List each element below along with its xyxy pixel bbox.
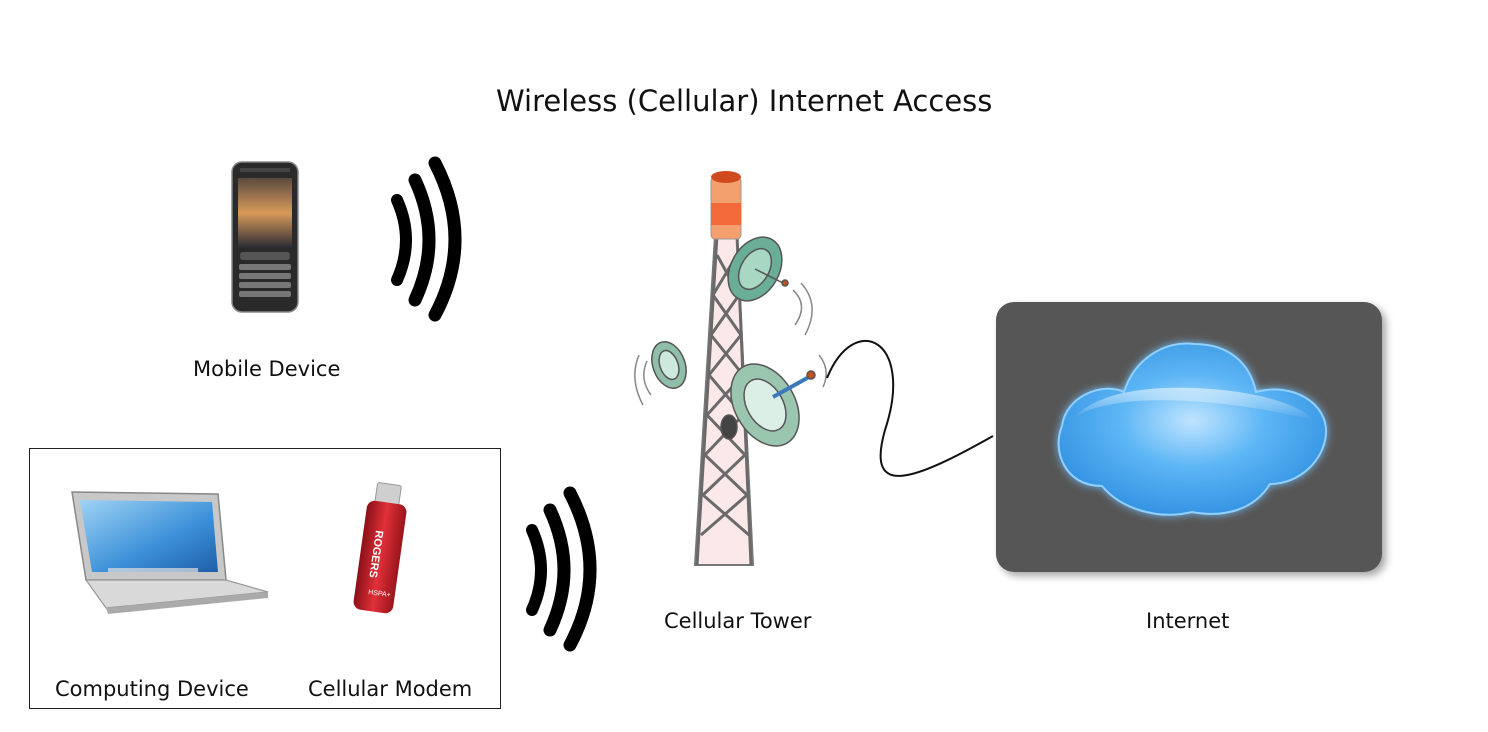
mobile-device-label: Mobile Device (193, 357, 341, 381)
computing-device-label: Computing Device (55, 677, 249, 701)
smartphone-icon (231, 161, 299, 313)
internet-label: Internet (1146, 609, 1230, 633)
wireless-signal-icon (526, 486, 597, 652)
cloud-icon (996, 302, 1382, 572)
cell-tower-icon (634, 171, 827, 566)
client-devices-box (29, 448, 501, 709)
usb-modem-icon: ROGERS HSPA+ (353, 482, 407, 614)
laptop-icon (71, 491, 269, 614)
cellular-modem-label: Cellular Modem (308, 677, 473, 701)
cellular-tower-label: Cellular Tower (664, 609, 812, 633)
cable-connector (826, 339, 994, 477)
diagram-title: Wireless (Cellular) Internet Access (496, 84, 993, 118)
modem-badge-text: HSPA+ (368, 589, 391, 599)
wireless-signal-icon (391, 156, 462, 322)
